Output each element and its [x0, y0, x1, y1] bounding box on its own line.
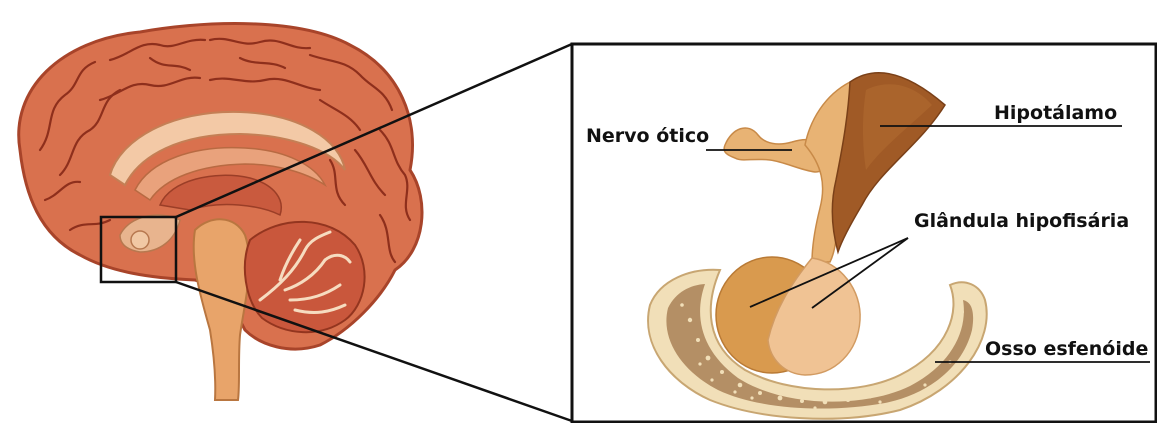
label-pituitary-gland: Glândula hipofisária: [914, 212, 1129, 231]
label-sphenoid-bone: Osso esfenóide: [985, 340, 1148, 359]
brainstem: [194, 219, 250, 400]
label-hypothalamus: Hipotálamo: [994, 104, 1117, 123]
brain-pituitary: [131, 231, 149, 249]
brain-sagittal-section: [19, 24, 422, 400]
label-optic-nerve: Nervo ótico: [586, 127, 709, 146]
cerebellum: [245, 222, 365, 332]
